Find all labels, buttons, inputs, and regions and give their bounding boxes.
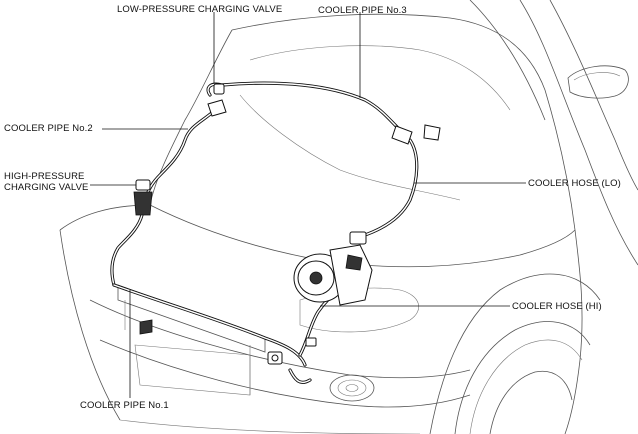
label-high-pressure-line2: CHARGING VALVE	[4, 182, 89, 193]
compressor	[293, 231, 373, 306]
label-cooler-hose-hi: COOLER HOSE (HI)	[512, 301, 602, 312]
label-high-pressure-line1: HIGH-PRESSURE	[4, 171, 85, 182]
vehicle-body-outline	[59, 0, 638, 434]
low-pressure-valve-shape	[213, 83, 225, 95]
leader-lines	[90, 12, 526, 398]
label-low-pressure-charging-valve: LOW-PRESSURE CHARGING VALVE	[117, 4, 283, 15]
label-cooler-pipe-no2: COOLER PIPE No.2	[4, 123, 93, 134]
refrigerant-pipes	[110, 81, 419, 384]
components	[133, 83, 441, 365]
label-cooler-pipe-no3: COOLER PIPE No.3	[318, 5, 407, 16]
label-cooler-hose-lo: COOLER HOSE (LO)	[528, 178, 621, 189]
high-pressure-valve-shape	[135, 179, 151, 191]
label-cooler-pipe-no1: COOLER PIPE No.1	[80, 400, 169, 411]
